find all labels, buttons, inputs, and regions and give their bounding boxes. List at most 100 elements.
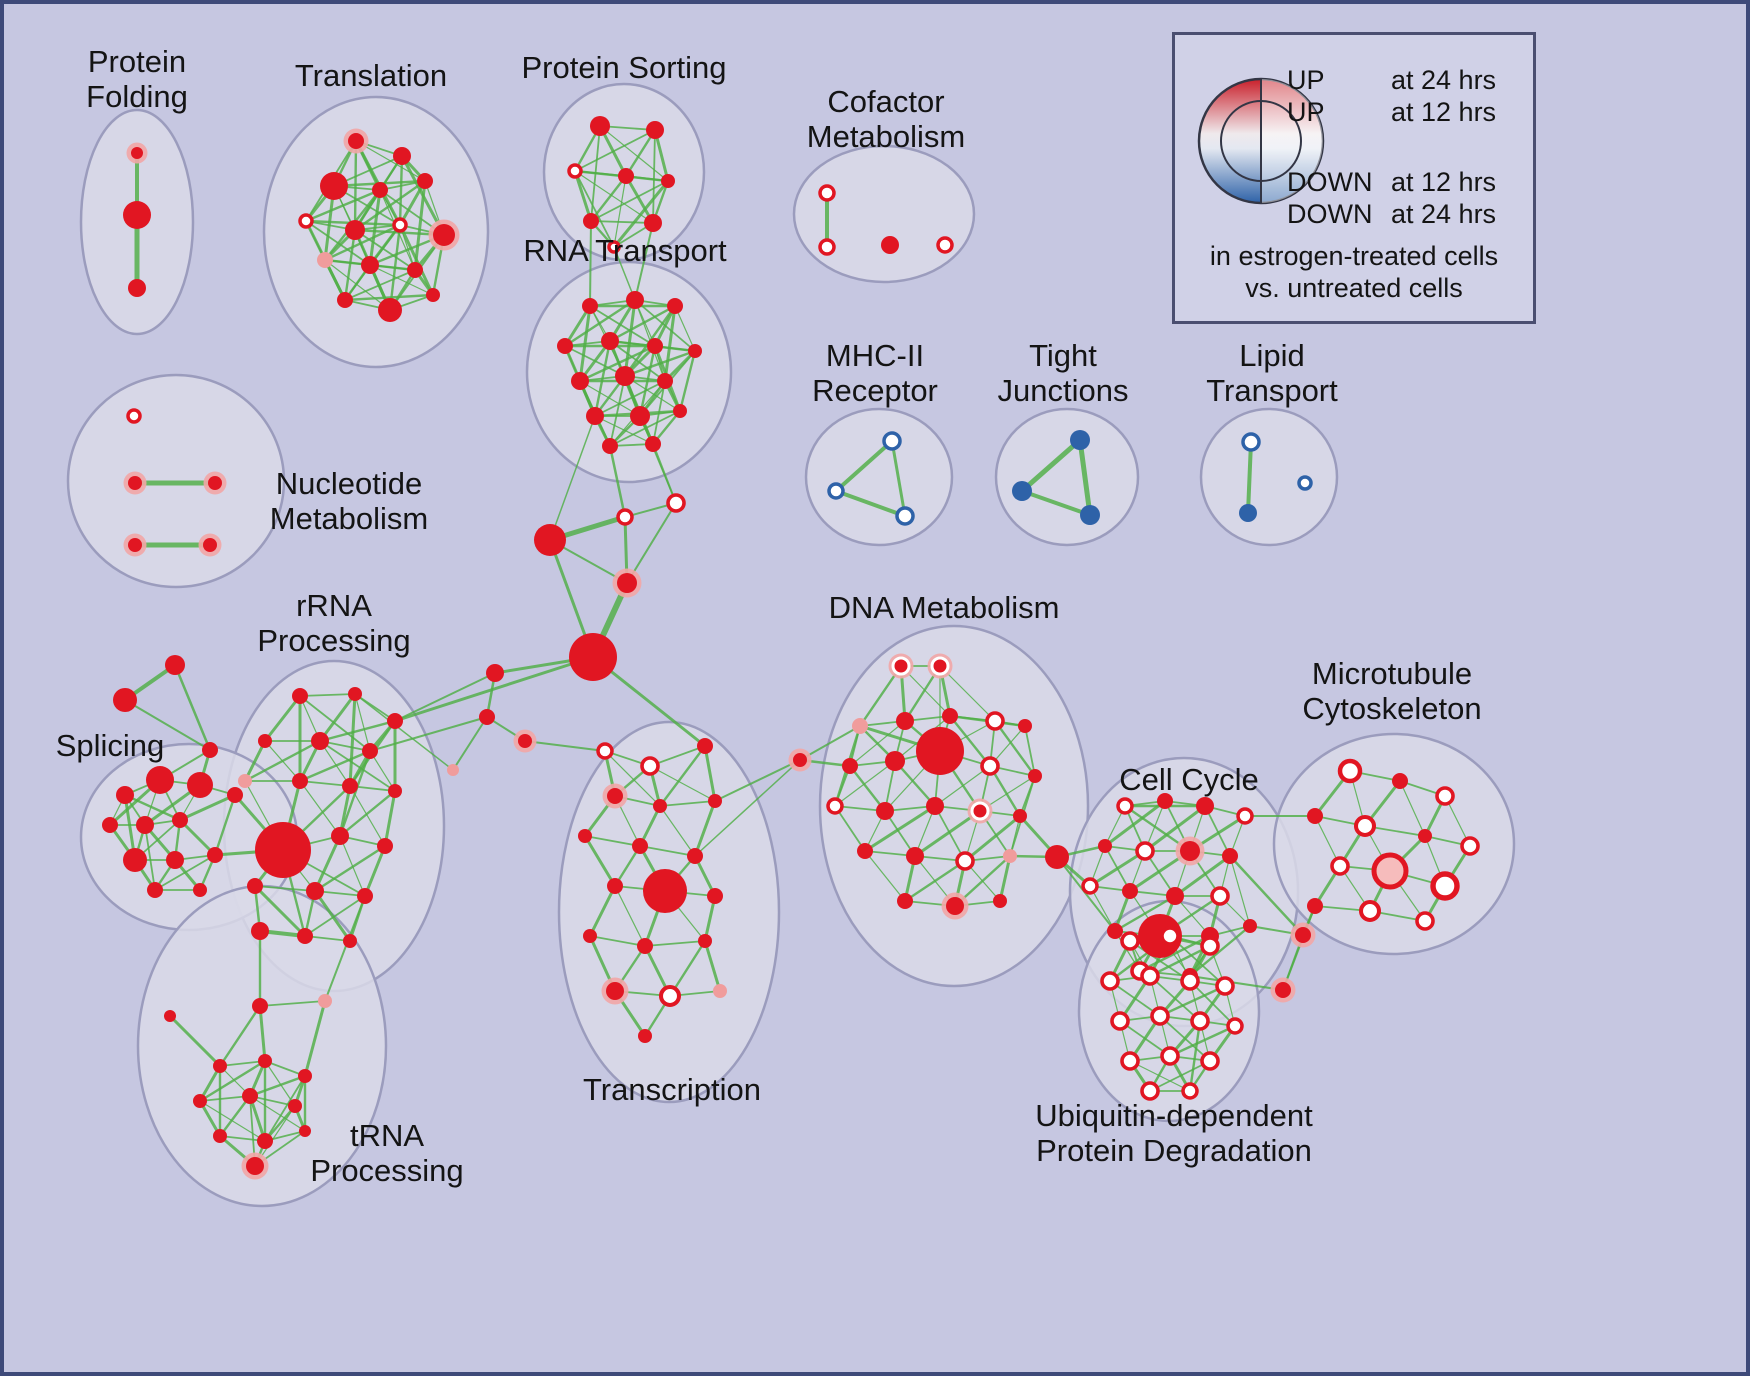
edge <box>258 1004 267 1063</box>
gene-node <box>857 843 873 859</box>
gene-node <box>667 298 683 314</box>
gene-node <box>645 436 661 452</box>
gene-node <box>1157 793 1173 809</box>
gene-node <box>337 292 353 308</box>
gene-node <box>164 1010 176 1022</box>
edge <box>199 1095 251 1102</box>
gene-node <box>1307 808 1323 824</box>
gene-node <box>1003 849 1017 863</box>
gene-node <box>257 1133 273 1149</box>
edge <box>884 810 916 857</box>
cluster-label-microtubule: Microtubule <box>1312 656 1472 691</box>
edge <box>313 844 387 893</box>
gene-node <box>203 538 217 552</box>
edge <box>398 154 404 227</box>
gene-node <box>1358 899 1382 923</box>
edge <box>1228 854 1305 937</box>
edge <box>589 305 656 347</box>
gene-node <box>1200 1051 1220 1071</box>
gene-node <box>193 1094 207 1108</box>
cluster-label-protein_sorting: Protein Sorting <box>521 50 726 85</box>
edge <box>1129 1060 1191 1092</box>
cluster-label-microtubule: Cytoskeleton <box>1302 691 1481 726</box>
gene-node <box>644 214 662 232</box>
edge <box>663 304 677 383</box>
edge <box>589 220 592 307</box>
gene-node <box>297 928 313 944</box>
edge <box>1246 440 1253 515</box>
edge <box>319 740 396 792</box>
edge <box>934 765 991 807</box>
cluster-label-tight_junctions: Junctions <box>998 373 1129 408</box>
edge <box>299 693 356 697</box>
edge <box>299 695 371 752</box>
edge <box>1204 805 1231 857</box>
gene-node <box>252 998 268 1014</box>
edge <box>363 844 387 898</box>
gene-node <box>582 298 598 314</box>
gene-node <box>1297 475 1313 491</box>
gene-node <box>1028 769 1042 783</box>
edge <box>413 179 427 272</box>
gene-node <box>1098 839 1112 853</box>
gene-node <box>213 1129 227 1143</box>
gene-node <box>377 838 393 854</box>
gene-node <box>1226 1017 1244 1035</box>
gene-node <box>1150 1006 1170 1026</box>
edge <box>599 125 669 182</box>
gene-node <box>658 984 682 1008</box>
edge <box>693 799 717 858</box>
edge <box>614 885 646 947</box>
edge <box>1173 854 1232 898</box>
edge <box>863 804 937 853</box>
edge <box>243 739 322 783</box>
gene-node <box>426 288 440 302</box>
edge <box>398 223 435 297</box>
edge <box>834 760 896 807</box>
gene-node <box>590 116 610 136</box>
edge <box>890 439 907 518</box>
gene-node <box>876 802 894 820</box>
cluster-ellipse-tight_junctions <box>994 407 1140 547</box>
edge <box>1143 804 1207 853</box>
edge <box>594 380 666 417</box>
edge <box>123 793 182 822</box>
gene-node <box>1012 481 1032 501</box>
gene-node <box>916 727 964 775</box>
gene-node <box>653 799 667 813</box>
gene-node <box>348 133 364 149</box>
edge <box>639 845 696 857</box>
gene-node <box>1140 966 1160 986</box>
edge <box>604 750 661 807</box>
edge <box>594 415 654 445</box>
gene-node <box>128 538 142 552</box>
edge <box>369 264 434 296</box>
edge <box>299 780 351 787</box>
gene-node <box>1018 719 1032 733</box>
gene-node <box>1160 926 1180 946</box>
gene-node <box>707 888 723 904</box>
edge <box>218 1004 262 1068</box>
edge <box>913 809 982 858</box>
edge <box>353 179 427 232</box>
gene-node <box>897 893 913 909</box>
edge <box>354 693 371 752</box>
edge <box>304 895 366 937</box>
gene-node <box>993 894 1007 908</box>
gene-node <box>317 252 333 268</box>
edge <box>609 375 626 447</box>
edge <box>590 180 669 222</box>
edge <box>298 749 372 783</box>
edge <box>613 246 636 301</box>
edge <box>652 129 656 224</box>
gene-node <box>343 934 357 948</box>
edge <box>864 850 906 902</box>
edge <box>563 298 637 348</box>
gene-node <box>113 688 137 712</box>
edge <box>608 304 677 343</box>
edge <box>612 179 670 249</box>
gene-node <box>1392 773 1408 789</box>
gene-node <box>246 1157 264 1175</box>
gene-node <box>518 734 532 748</box>
gene-node <box>238 774 252 788</box>
